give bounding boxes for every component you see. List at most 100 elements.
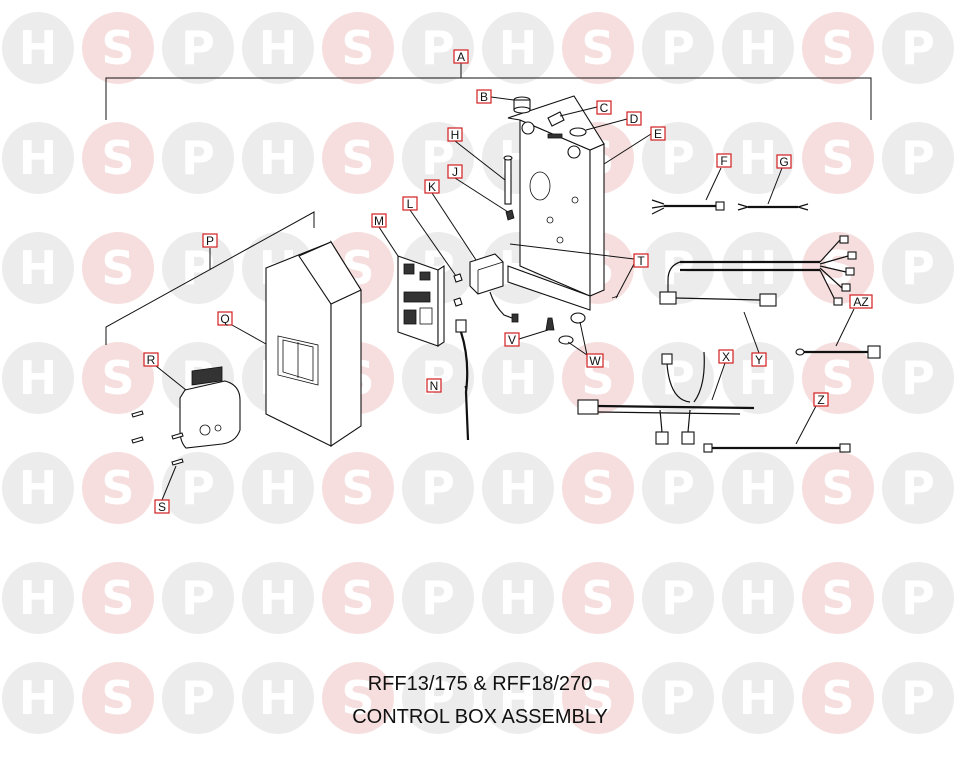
watermark-circle (242, 122, 314, 194)
watermark-letter: P (901, 671, 935, 725)
watermark-letter: H (259, 21, 298, 75)
watermark-letter: H (259, 571, 298, 625)
watermark-circle (242, 452, 314, 524)
svg-text:C: C (600, 101, 609, 115)
fixing-screws (545, 295, 619, 345)
watermark-circle (402, 342, 474, 414)
watermark-circle (482, 12, 554, 84)
watermark-letter: P (421, 671, 455, 725)
callout-p: P (202, 233, 218, 248)
lead-g (737, 203, 809, 211)
watermark-circle (882, 452, 954, 524)
watermark-circle (322, 12, 394, 84)
svg-text:V: V (508, 333, 516, 347)
callout-l: L (402, 196, 418, 211)
control-panel (179, 366, 241, 449)
watermark-circle (642, 562, 714, 634)
callout-a: A (453, 49, 469, 64)
watermark-letter: S (821, 21, 854, 75)
assembly-bracket-p (105, 211, 315, 345)
watermark-circle (482, 662, 554, 734)
watermark-circle (322, 122, 394, 194)
watermark-letter: H (259, 461, 298, 515)
watermark-letter: P (421, 461, 455, 515)
watermark-letter: H (499, 461, 538, 515)
watermark-circle (482, 452, 554, 524)
watermark-circle (2, 122, 74, 194)
svg-text:X: X (722, 350, 730, 364)
svg-text:E: E (654, 127, 662, 141)
watermark-circle (802, 452, 874, 524)
callout-f: F (716, 153, 732, 168)
watermark-letter: S (341, 21, 374, 75)
callout-z: Z (813, 392, 829, 407)
watermark-letter: H (19, 671, 58, 725)
callout-b: B (476, 89, 492, 104)
watermark-circle (242, 562, 314, 634)
watermark-circle (882, 342, 954, 414)
watermark-letter: H (259, 671, 298, 725)
watermark-letter: P (901, 21, 935, 75)
watermark-letter: P (661, 571, 695, 625)
svg-text:K: K (428, 180, 436, 194)
watermark-letter: P (421, 21, 455, 75)
watermark-circle (882, 232, 954, 304)
watermark-letter: H (499, 671, 538, 725)
callout-labels: A B C D E F G H J K L M N P Q R S T V W … (143, 49, 873, 514)
svg-text:Z: Z (817, 393, 824, 407)
watermark-letter: H (19, 571, 58, 625)
svg-text:G: G (779, 155, 788, 169)
watermark-circle (82, 122, 154, 194)
watermark-circle (82, 452, 154, 524)
watermark-circle (562, 562, 634, 634)
watermark-letter: P (421, 571, 455, 625)
grommet (513, 96, 531, 114)
watermark-letter: S (341, 131, 374, 185)
callout-h: H (447, 127, 463, 142)
watermark-letter: H (739, 571, 778, 625)
watermark-letter: P (901, 131, 935, 185)
watermark-letter: S (101, 671, 134, 725)
watermark-letter: P (661, 131, 695, 185)
watermark-circle (82, 562, 154, 634)
svg-text:M: M (374, 214, 384, 228)
watermark-letter: P (421, 351, 455, 405)
watermark-circle (2, 342, 74, 414)
watermark-letter: S (581, 671, 614, 725)
callout-r: R (143, 352, 159, 367)
callout-x: X (718, 349, 734, 364)
watermark-circle (882, 122, 954, 194)
watermark-circle (482, 562, 554, 634)
watermark-letter: S (341, 461, 374, 515)
svg-text:Q: Q (220, 312, 229, 326)
callout-y: Y (751, 352, 767, 367)
caption-title-line: CONTROL BOX ASSEMBLY (352, 706, 608, 728)
watermark-letter: P (661, 241, 695, 295)
watermark-circle (642, 662, 714, 734)
watermark-letter: S (341, 571, 374, 625)
watermark-letter: H (499, 21, 538, 75)
watermark-letter: S (101, 131, 134, 185)
back-plate (507, 95, 605, 311)
watermark-letter: P (661, 671, 695, 725)
watermark-circle (482, 342, 554, 414)
watermark-circle (242, 12, 314, 84)
svg-text:Y: Y (755, 353, 763, 367)
pcb-board (397, 255, 445, 348)
svg-text:N: N (430, 379, 439, 393)
watermark-circle (162, 12, 234, 84)
watermark-circle (722, 232, 794, 304)
watermark-letter: S (341, 671, 374, 725)
callout-e: E (650, 126, 666, 141)
watermark-letter: P (901, 241, 935, 295)
wiring-harness-y (659, 235, 857, 307)
svg-text:P: P (206, 234, 214, 248)
callout-az: AZ (849, 294, 873, 309)
watermark-circle (322, 562, 394, 634)
wiring-harness-az (795, 345, 881, 359)
callout-s: S (154, 499, 170, 514)
watermark-letter: H (259, 131, 298, 185)
sensor-lead (455, 319, 470, 441)
watermark-circle (642, 342, 714, 414)
